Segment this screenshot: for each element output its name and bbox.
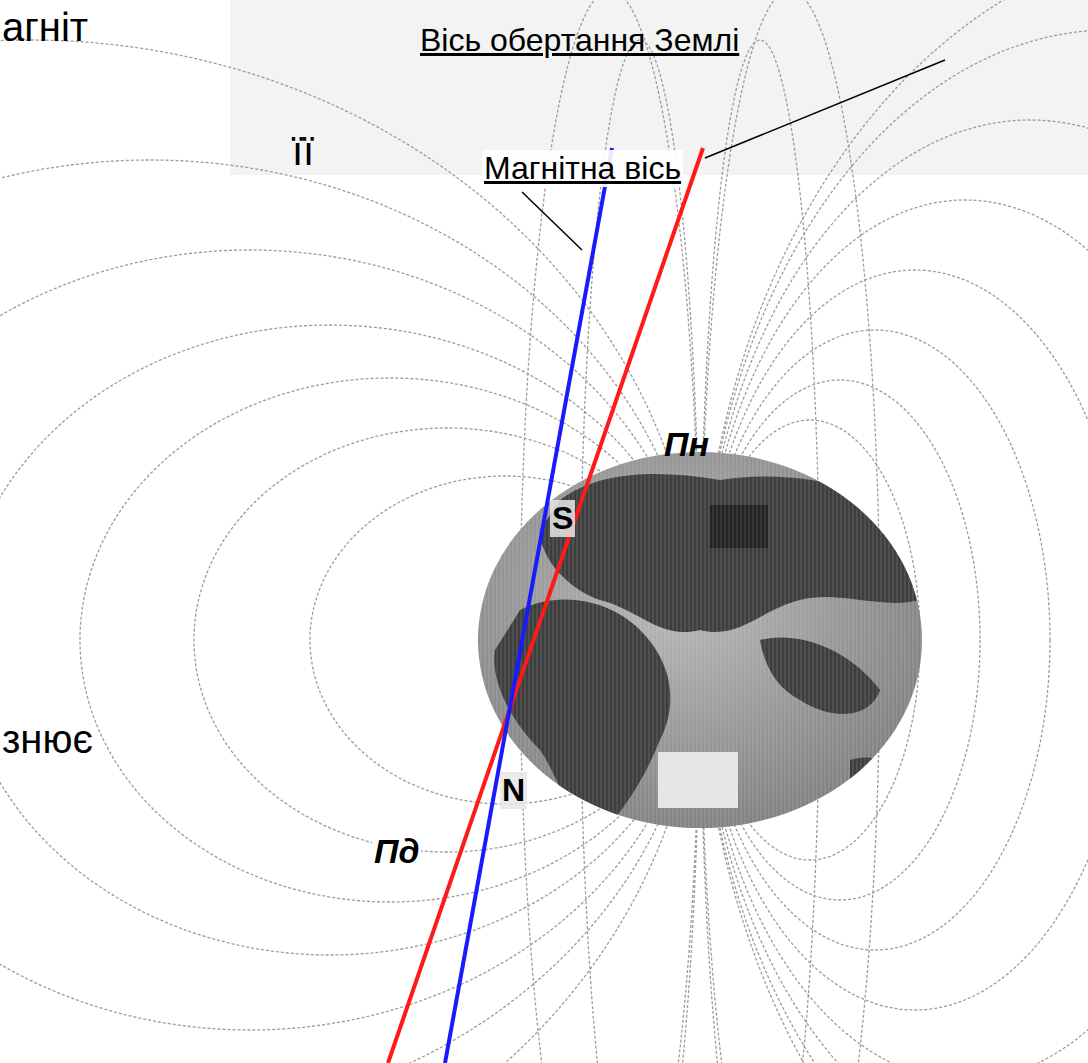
- top-panel: [230, 0, 1088, 175]
- leader-line: [522, 192, 582, 250]
- dark-patch: [710, 505, 768, 548]
- light-patch: [658, 752, 738, 808]
- fragment-text: її: [292, 128, 314, 174]
- fragment-text: знює: [2, 716, 93, 762]
- fragment-text: агніт: [2, 4, 88, 50]
- pole-label: Пн: [662, 425, 711, 464]
- rotation-axis: [388, 148, 703, 1063]
- leader-line: [705, 60, 945, 158]
- axis-label: Вісь обертання Землі: [420, 22, 739, 59]
- pole-label: Пд: [372, 832, 421, 871]
- magnetic-pole-label: N: [500, 772, 527, 809]
- magnetic-pole-label: S: [550, 500, 575, 537]
- magnetic-axis: [445, 148, 612, 1063]
- axis-label: Магнітна вісь: [482, 150, 683, 187]
